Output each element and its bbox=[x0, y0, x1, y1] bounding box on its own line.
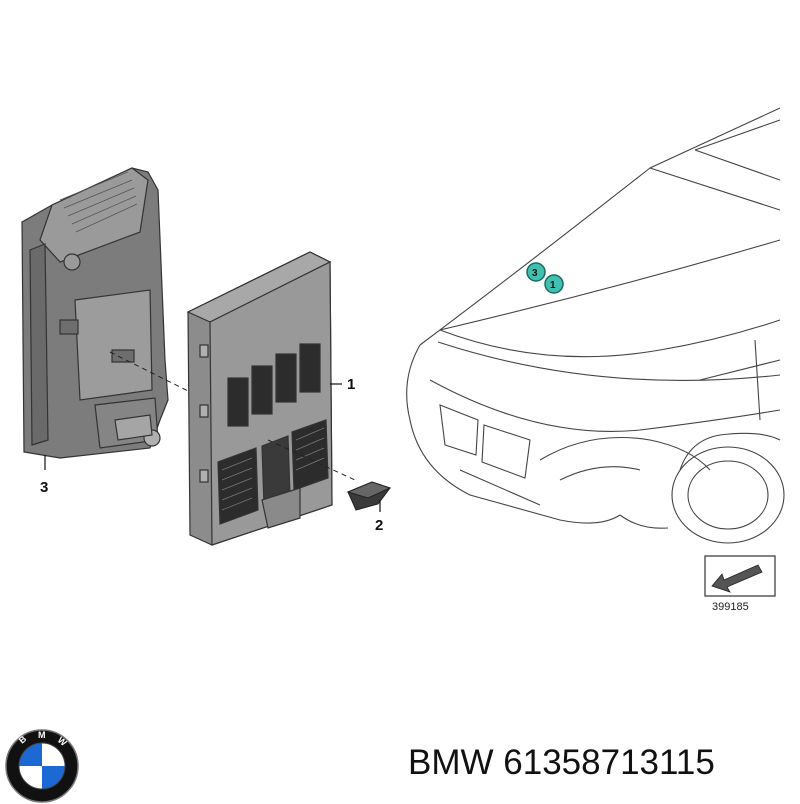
assembly-lines bbox=[109, 351, 356, 481]
callout-2: 2 bbox=[375, 517, 383, 534]
part-number: 61358713115 bbox=[503, 743, 715, 782]
marker-1 bbox=[544, 274, 564, 294]
callout-3: 3 bbox=[40, 479, 48, 496]
location-markers: 3 1 bbox=[526, 262, 564, 294]
part-caption: BMW 61358713115 bbox=[408, 738, 793, 788]
car-outline bbox=[406, 107, 785, 544]
reference-box bbox=[704, 555, 776, 597]
control-module bbox=[186, 251, 333, 546]
marker-3-label: 3 bbox=[532, 268, 538, 279]
reference-number: 399185 bbox=[712, 601, 749, 613]
callout-1: 1 bbox=[347, 376, 355, 393]
fuse bbox=[346, 481, 392, 511]
brand-name: BMW bbox=[408, 743, 494, 782]
marker-3 bbox=[526, 262, 546, 282]
mounting-bracket bbox=[21, 167, 169, 459]
arrow-icon bbox=[711, 564, 763, 593]
callout-leaders bbox=[44, 383, 381, 512]
bmw-logo: B M W bbox=[5, 729, 79, 803]
svg-text:M: M bbox=[38, 730, 46, 740]
marker-1-label: 1 bbox=[550, 280, 556, 291]
svg-text:B: B bbox=[17, 733, 29, 745]
